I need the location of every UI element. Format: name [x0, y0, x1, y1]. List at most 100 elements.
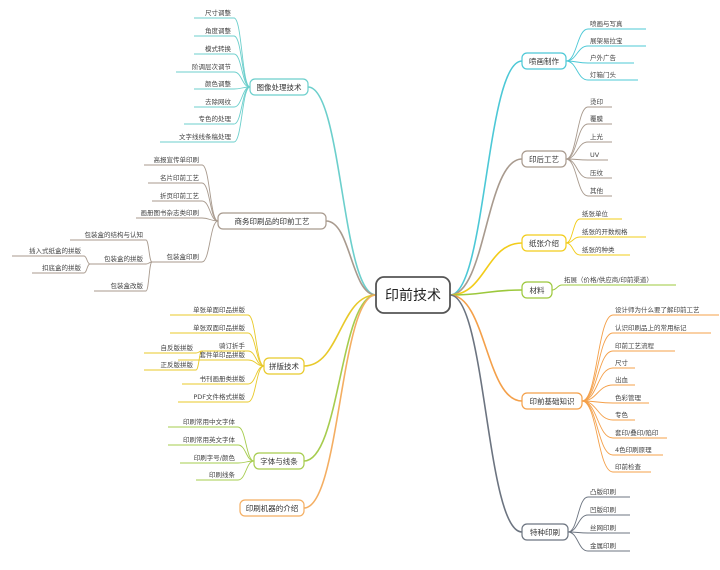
edge-jiqi [303, 294, 377, 509]
branch-zhizhang[interactable] [521, 234, 567, 252]
item-penhua-2: 户外广告 [590, 53, 617, 62]
item-teshu-1: 凹版印刷 [590, 505, 616, 514]
branch-teshu[interactable] [521, 523, 569, 541]
edge-zhizhang-0 [565, 218, 581, 244]
item-penhua-0: 喷画与写真 [590, 19, 623, 28]
item-zhizhang-0: 纸张单位 [582, 209, 609, 218]
subsubitem-shangwu-0: 插入式纸盒的拼版 [29, 246, 82, 255]
edge-pinban-5 [247, 365, 265, 403]
item-jichu-1: 认识印刷品上的常用标记 [615, 323, 687, 332]
subitem-shangwu-0: 包装盒的结构与认知 [85, 230, 144, 239]
branch-jiqi-label: 印刷机器的介绍 [246, 503, 299, 513]
subitem-pinban-0: 自反版拼版 [161, 343, 194, 352]
branch-teshu-label: 特种印刷 [530, 527, 560, 537]
edge-shangwu-2 [201, 200, 219, 222]
branch-shangwu-label: 商务印刷品的印前工艺 [235, 216, 310, 226]
edge-pinban-1 [247, 332, 265, 367]
edge-shangwu-sub-2 [145, 261, 153, 292]
branch-jiqi[interactable] [239, 499, 305, 517]
edge-penhua-1 [565, 45, 589, 62]
edge-yinhou-4 [565, 158, 589, 179]
edges-layer [12, 17, 719, 552]
item-teshu-3: 金属印刷 [590, 541, 616, 550]
item-shangwu-4: 包装盒印刷 [167, 252, 200, 261]
branch-pinban-label: 拼版技术 [269, 361, 299, 371]
item-yinhou-1: 覆膜 [590, 114, 604, 123]
edge-shangwu [325, 220, 377, 296]
central-node[interactable] [375, 276, 451, 314]
branch-ziti-label: 字体与线条 [260, 456, 298, 466]
edge-teshu-3 [567, 531, 589, 552]
edge-jichu-8 [581, 400, 614, 456]
item-pinban-2: 骑订折手 [219, 341, 246, 350]
edge-teshu-0 [567, 496, 589, 533]
branch-penhua-label: 喷画制作 [529, 56, 559, 66]
edge-jichu-0 [581, 314, 614, 402]
item-yinhou-2: 上光 [590, 132, 604, 141]
item-tuxiang-1: 角度调整 [205, 26, 232, 35]
item-teshu-0: 凸版印刷 [590, 487, 616, 496]
item-pinban-5: PDF文件格式拼版 [193, 392, 245, 401]
edge-tuxiang-2 [233, 53, 251, 88]
edge-pinban-4 [247, 365, 265, 385]
branch-jichu-label: 印前基础知识 [530, 396, 575, 406]
edge-yinhou-5 [565, 158, 589, 197]
subsubitem-shangwu-1: 扣底盒的拼版 [42, 263, 82, 272]
edge-jichu-2 [581, 350, 614, 402]
item-ziti-0: 印刷常用中文字体 [183, 417, 236, 426]
item-jichu-8: 4色印刷原理 [615, 445, 652, 454]
edge-shangwu-1 [201, 182, 219, 222]
edge-shangwu-0 [201, 164, 219, 222]
edge-jichu-9 [581, 400, 614, 473]
branch-ziti[interactable] [253, 452, 305, 470]
item-tuxiang-7: 文字线线条稿处理 [179, 132, 232, 141]
edge-jichu-1 [581, 332, 614, 402]
edge-jichu [449, 294, 523, 402]
item-pinban-0: 单张单面印品拼版 [193, 305, 246, 314]
edge-pinban-sub-1 [195, 350, 203, 371]
item-jichu-0: 设计师为什么要了解印前工艺 [615, 305, 700, 314]
central-node-label: 印前技术 [385, 287, 441, 304]
item-jichu-7: 套印/叠印/陷印 [615, 428, 658, 437]
item-jichu-2: 印前工艺流程 [615, 341, 655, 350]
branch-jichu[interactable] [521, 392, 583, 410]
branch-yinhou[interactable] [521, 150, 567, 168]
edge-jichu-4 [581, 384, 614, 402]
item-tuxiang-2: 模式转换 [205, 44, 232, 53]
edge-pinban-3 [247, 359, 265, 367]
edge-penhua [449, 60, 523, 296]
edge-shangwu-4 [201, 220, 219, 263]
item-tuxiang-4: 颜色调整 [205, 79, 232, 88]
item-ziti-3: 印刷线条 [209, 470, 236, 479]
item-ziti-2: 印刷字号/颜色 [194, 453, 236, 462]
edge-tuxiang-0 [233, 17, 251, 88]
branch-shangwu[interactable] [217, 212, 327, 230]
item-shangwu-0: 高报宣传单印刷 [154, 155, 200, 164]
branch-penhua[interactable] [521, 52, 567, 70]
edge-teshu [449, 294, 523, 533]
item-pinban-1: 单张双面印品拼版 [193, 323, 246, 332]
item-pinban-4: 书刊画册类拼版 [200, 374, 246, 383]
subitem-pinban-1: 正反版拼版 [161, 360, 194, 369]
item-penhua-3: 灯箱门头 [590, 70, 617, 79]
item-jichu-3: 尺寸 [615, 358, 629, 367]
item-yinhou-4: 压纹 [590, 168, 604, 177]
edge-teshu-1 [567, 514, 589, 533]
edge-shangwu-subsub-0 [83, 255, 91, 265]
item-penhua-1: 展架易拉宝 [590, 36, 623, 45]
item-teshu-2: 丝网印刷 [590, 523, 616, 532]
branch-tuxiang[interactable] [249, 78, 309, 96]
edge-jichu-3 [581, 367, 614, 402]
branch-cailiao[interactable] [521, 281, 553, 299]
item-tuxiang-6: 专色的处理 [199, 114, 232, 123]
branch-pinban[interactable] [263, 357, 305, 375]
item-shangwu-2: 折页印前工艺 [160, 191, 200, 200]
edge-pinban-0 [247, 314, 265, 367]
branch-zhizhang-label: 纸张介绍 [529, 238, 559, 248]
edge-penhua-3 [565, 60, 589, 81]
item-shangwu-3: 画册图书杂志类印刷 [141, 208, 200, 217]
item-yinhou-0: 烫印 [590, 97, 603, 106]
edge-shangwu-3 [201, 217, 219, 222]
